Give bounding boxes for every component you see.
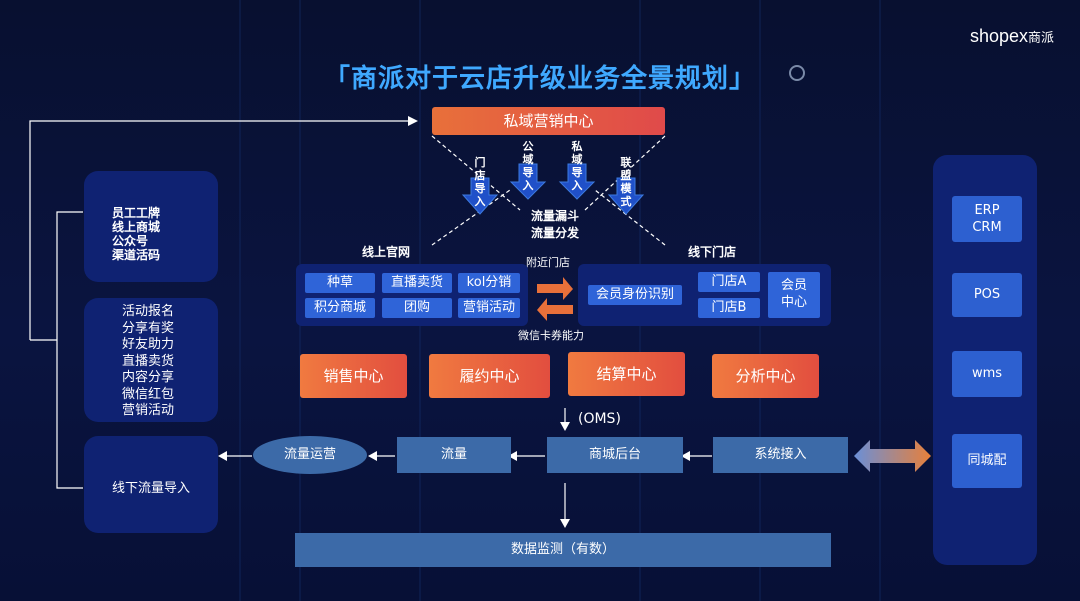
left-p1-item: 员工工牌 (112, 206, 161, 220)
left-p2-item: 微信红包 (122, 386, 175, 402)
online-item-seeding: 种草 (305, 273, 375, 293)
traffic-box: 流量 (397, 437, 511, 473)
funnel-label: 流量漏斗 (531, 209, 580, 223)
left-p1-item: 公众号 (112, 234, 149, 248)
system-access-box: 系统接入 (713, 437, 848, 473)
online-item-points: 积分商城 (305, 298, 375, 318)
left-p1-item: 渠道活码 (112, 248, 161, 262)
public-import-label: 公域导入 (522, 140, 534, 192)
left-panel-2: 活动报名 分享有奖 好友助力 直播卖货 内容分享 微信红包 营销活动 (84, 298, 218, 422)
private-marketing-center: 私域营销中心 (432, 107, 665, 135)
offline-traffic-import: 线下流量导入 (111, 481, 190, 496)
sales-center: 销售中心 (300, 354, 407, 398)
online-item-group: 团购 (382, 298, 452, 318)
left-panel-3: 线下流量导入 (84, 436, 218, 533)
wms-box: wms (952, 351, 1022, 397)
private-import-label: 私域导入 (571, 140, 583, 192)
offline-title: 线下门店 (688, 245, 737, 259)
member-center-box: 会员 中心 (768, 272, 820, 318)
left-p2-item: 活动报名 (122, 304, 175, 319)
same-city-box: 同城配 (952, 434, 1022, 488)
store-import-label: 门店导入 (474, 156, 486, 208)
shopex-logo: shopex商派 (970, 26, 1055, 46)
online-title: 线上官网 (362, 245, 411, 259)
store-b-box: 门店B (698, 298, 760, 318)
distribution-label: 流量分发 (531, 226, 580, 240)
nearby-store-label: 附近门店 (526, 256, 570, 269)
alliance-mode-label: 联盟模式 (620, 156, 632, 208)
left-p2-item: 分享有奖 (122, 320, 175, 336)
left-p2-item: 直播卖货 (122, 353, 175, 369)
left-p2-item: 内容分享 (122, 370, 175, 385)
erp-crm-box: ERP CRM (952, 196, 1022, 242)
pos-box: POS (952, 273, 1022, 317)
oms-label: (OMS) (578, 411, 621, 427)
fulfillment-center: 履约中心 (429, 354, 550, 398)
online-item-marketing: 营销活动 (458, 298, 520, 318)
traffic-ops-ellipse: 流量运营 (253, 436, 367, 474)
member-id-box: 会员身份识别 (588, 285, 682, 305)
left-p1-item: 线上商城 (112, 220, 161, 234)
data-monitor-bar: 数据监测（有数） (295, 533, 831, 567)
left-p2-item: 好友助力 (122, 337, 175, 352)
analysis-center: 分析中心 (712, 354, 819, 398)
online-item-live: 直播卖货 (382, 273, 452, 293)
wechat-coupon-label: 微信卡券能力 (518, 329, 584, 342)
settlement-center: 结算中心 (568, 352, 685, 396)
online-item-kol: kol分销 (458, 273, 520, 293)
left-panel-1: 员工工牌 线上商城 公众号 渠道活码 (84, 171, 218, 282)
store-a-box: 门店A (698, 272, 760, 292)
left-p2-item: 营销活动 (122, 403, 175, 418)
page-title: 「商派对于云店升级业务全景规划」 (323, 64, 756, 94)
mall-backend-box: 商城后台 (547, 437, 683, 473)
